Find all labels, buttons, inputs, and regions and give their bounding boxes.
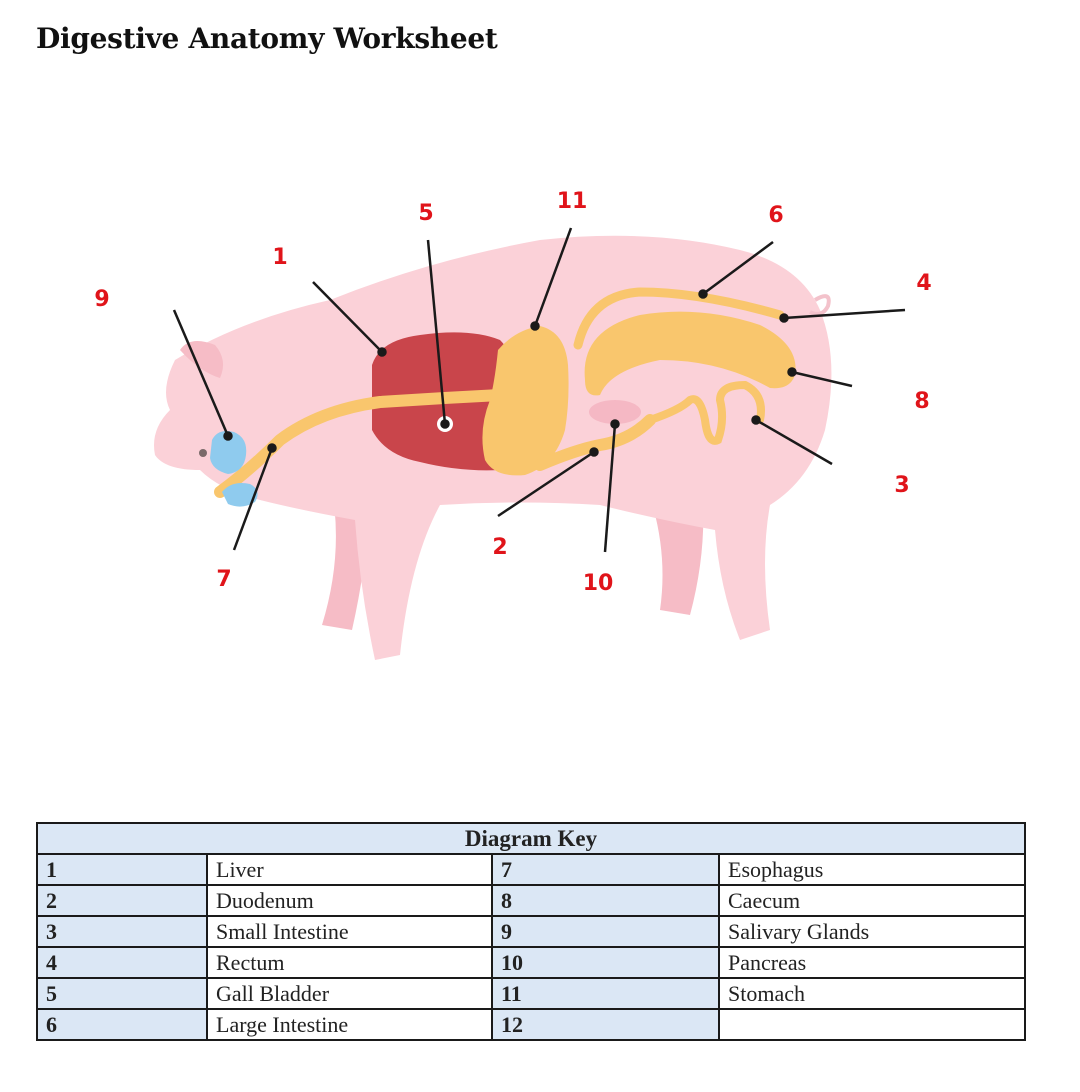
key-organ-name: Liver <box>206 853 493 886</box>
key-organ-name: Small Intestine <box>206 915 493 948</box>
table-row: 1 Liver 7 Esophagus <box>36 853 1027 886</box>
key-number: 10 <box>491 946 720 979</box>
callout-3: 3 <box>894 473 909 498</box>
callout-10: 10 <box>583 571 614 596</box>
table-row: 3 Small Intestine 9 Salivary Glands <box>36 915 1027 948</box>
leader-line-9 <box>172 309 230 437</box>
key-organ-name: Duodenum <box>206 884 493 917</box>
leader-line-5 <box>426 239 447 425</box>
leader-line-3 <box>755 418 833 466</box>
key-organ-name: Gall Bladder <box>206 977 493 1010</box>
diagram-key-header: Diagram Key <box>35 822 1027 855</box>
callout-5: 5 <box>418 201 433 226</box>
key-number: 11 <box>491 977 720 1010</box>
key-number: 9 <box>491 915 720 948</box>
organ-salivary-glands <box>210 431 247 474</box>
table-row: 6 Large Intestine 12 <box>36 1008 1027 1041</box>
key-organ-name: Pancreas <box>717 946 1027 979</box>
leader-line-11 <box>533 227 573 327</box>
callout-6: 6 <box>768 203 783 228</box>
callout-11: 11 <box>557 189 588 214</box>
key-number: 2 <box>36 884 208 917</box>
pig-tail <box>809 294 831 316</box>
leader-line-6 <box>702 240 774 296</box>
callout-2: 2 <box>492 535 507 560</box>
key-number: 1 <box>36 853 208 886</box>
key-organ-name: Esophagus <box>717 853 1027 886</box>
key-organ-name: Stomach <box>717 977 1027 1010</box>
key-organ-name: Caecum <box>717 884 1027 917</box>
pig-eye <box>199 449 207 457</box>
callout-numbers: 1 2 3 4 5 6 7 8 9 10 11 <box>94 189 931 596</box>
key-organ-name: Salivary Glands <box>717 915 1027 948</box>
key-number: 12 <box>491 1008 720 1041</box>
key-number: 5 <box>36 977 208 1010</box>
pig-illustration <box>154 235 832 660</box>
key-organ-name: Large Intestine <box>206 1008 493 1041</box>
organ-stomach <box>482 326 569 476</box>
leader-line-1 <box>312 281 383 353</box>
pig-digestive-diagram: 1 2 3 4 5 6 7 8 9 10 11 <box>94 189 932 660</box>
diagram-key-table: Diagram Key 1 Liver 7 Esophagus 2 Duoden… <box>35 822 1027 1041</box>
table-row: 5 Gall Bladder 11 Stomach <box>36 977 1027 1010</box>
callout-1: 1 <box>272 245 287 270</box>
leader-line-7 <box>232 447 274 551</box>
diagram-key-header-row: Diagram Key <box>35 822 1027 855</box>
organ-salivary-gland-lower <box>222 483 258 507</box>
key-organ-name: Rectum <box>206 946 493 979</box>
callout-7: 7 <box>216 567 231 592</box>
organ-large-intestine <box>584 311 796 396</box>
key-number: 7 <box>491 853 720 886</box>
organ-small-intestine <box>646 380 765 445</box>
callout-9: 9 <box>94 287 109 312</box>
organ-pancreas <box>589 400 641 424</box>
organ-rectum <box>573 287 785 350</box>
leader-line-4 <box>783 308 906 320</box>
key-number: 6 <box>36 1008 208 1041</box>
worksheet-title: Digestive Anatomy Worksheet <box>36 22 498 55</box>
callout-4: 4 <box>916 271 931 296</box>
leader-line-2 <box>497 450 595 518</box>
key-number: 3 <box>36 915 208 948</box>
table-row: 4 Rectum 10 Pancreas <box>36 946 1027 979</box>
key-organ-name <box>717 1008 1027 1041</box>
leader-line-8 <box>791 370 853 388</box>
organ-duodenum <box>534 414 656 471</box>
leader-lines <box>172 227 906 553</box>
leader-line-10 <box>603 423 617 553</box>
key-number: 8 <box>491 884 720 917</box>
callout-8: 8 <box>914 389 929 414</box>
table-row: 2 Duodenum 8 Caecum <box>36 884 1027 917</box>
key-number: 4 <box>36 946 208 979</box>
